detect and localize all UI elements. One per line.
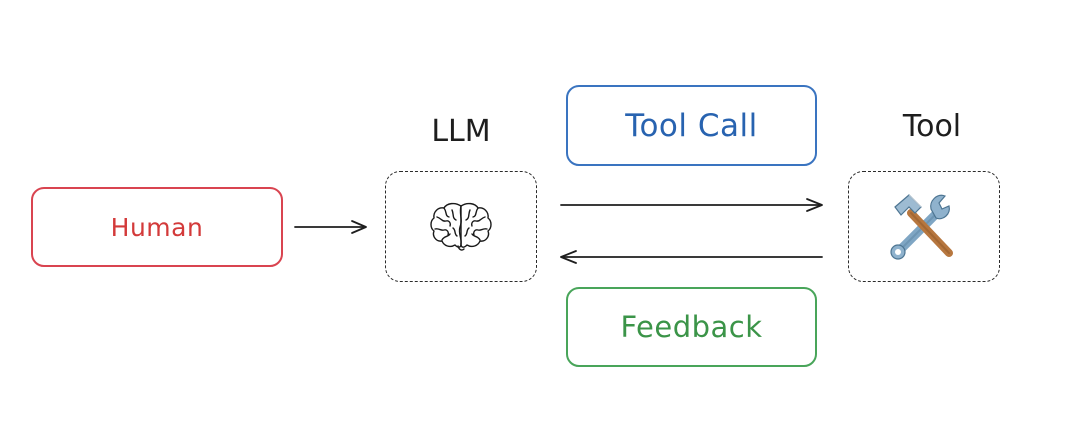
feedback-label: Feedback: [620, 310, 763, 344]
arrow-tool-to-llm: [560, 250, 823, 264]
human-box: Human: [31, 187, 283, 267]
tool-node: [848, 171, 1000, 282]
llm-node: [385, 171, 537, 282]
arrow-human-to-llm: [294, 220, 367, 234]
feedback-box: Feedback: [566, 287, 817, 367]
brain-icon: [430, 202, 492, 251]
tool-title: Tool: [902, 109, 962, 144]
hammer-and-wrench-icon: [890, 193, 953, 260]
tool-call-label: Tool Call: [625, 107, 758, 144]
llm-title: LLM: [431, 114, 491, 149]
tool-call-box: Tool Call: [566, 85, 817, 166]
arrow-llm-to-tool: [560, 198, 823, 212]
human-label: Human: [110, 212, 204, 242]
